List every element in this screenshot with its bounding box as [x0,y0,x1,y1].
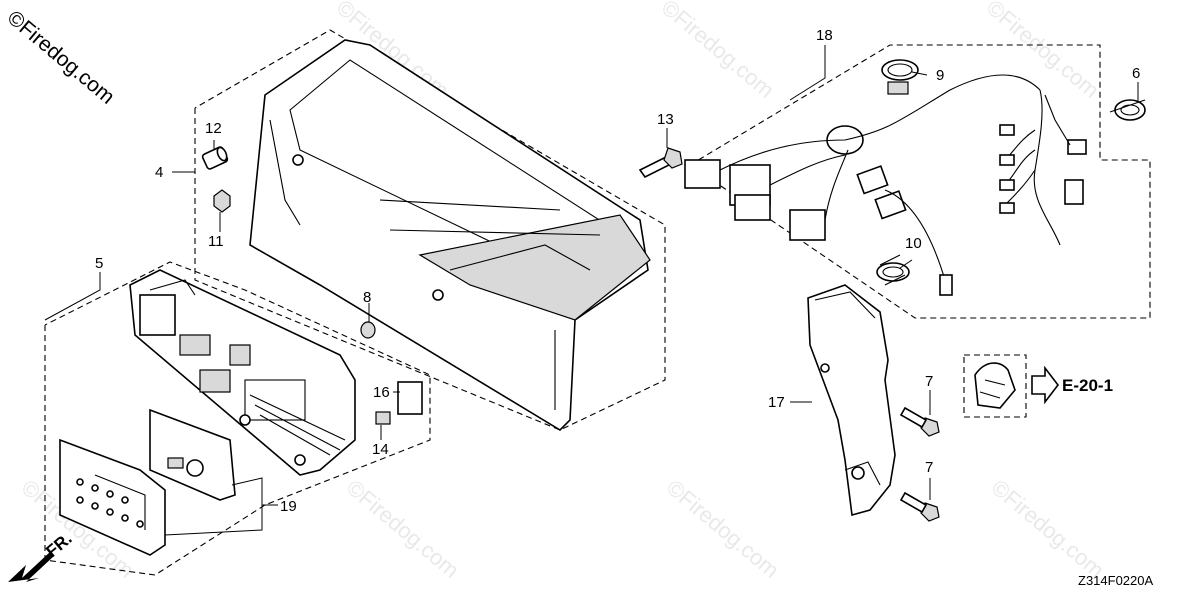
group-outline-5 [44,261,431,576]
watermark-tile: ©Firedog.com [342,475,464,583]
callout-16[interactable]: 16 [373,384,390,401]
bolt-part-13 [638,147,683,179]
callout-7-lower[interactable]: 7 [925,459,933,476]
group-outline-18 [689,44,1151,319]
spacer-part-12 [201,146,229,170]
keypad-dots [76,478,144,528]
callouts: 4 5 6 7 7 8 9 10 11 12 13 14 16 17 18 19 [95,27,1140,515]
callout-17[interactable]: 17 [768,394,785,411]
nut-part-11 [213,189,231,213]
watermark-tile: ©Firedog.com [982,0,1104,103]
clamp-part-6 [1109,99,1146,121]
callout-4[interactable]: 4 [155,164,163,181]
reference-arrow [1031,365,1060,405]
group-outline-4 [194,29,666,431]
direction-indicator: FR. [8,529,76,582]
bolt-part-7-upper [899,406,940,437]
reference-label[interactable]: E-20-1 [1062,376,1113,395]
assembly-outlines [44,29,1151,576]
callout-18[interactable]: 18 [816,27,833,44]
panel-frame [249,39,651,432]
corner-watermark: ©Firedog.com [3,6,119,109]
clamp-part-9 [881,59,919,95]
callout-8[interactable]: 8 [363,289,371,306]
callout-9[interactable]: 9 [936,67,944,84]
leader-lines [44,45,1139,536]
reference-box: E-20-1 [963,354,1113,418]
grommet-part-8 [360,321,376,339]
callout-7-upper[interactable]: 7 [925,373,933,390]
control-panel [129,269,356,476]
display-boards [59,408,236,556]
callout-12[interactable]: 12 [205,120,222,137]
callout-11[interactable]: 11 [208,233,224,250]
callout-6[interactable]: 6 [1132,65,1140,82]
callout-19[interactable]: 19 [280,498,297,515]
watermark-tile: ©Firedog.com [987,475,1109,583]
switch-part-14 [375,411,391,425]
clamp-part-10 [876,254,910,286]
watermark-tile: ©Firedog.com [662,475,784,583]
bolt-part-7-lower [899,491,940,522]
callout-13[interactable]: 13 [657,111,674,128]
bracket-part-17 [807,284,896,517]
diagram-code: Z314F0220A [1078,573,1153,588]
wire-harness [684,74,1087,296]
callout-10[interactable]: 10 [905,235,922,252]
callout-14[interactable]: 14 [372,441,389,458]
callout-5[interactable]: 5 [95,255,103,272]
watermark-tile: ©Firedog.com [657,0,779,103]
switch-part-16 [397,381,423,415]
